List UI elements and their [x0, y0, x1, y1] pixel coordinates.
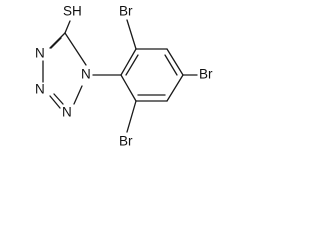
molecule-structure: SH N N N N Br Br Br — [35, 4, 213, 149]
bond-c3-c4-double — [164, 54, 178, 76]
bond-n3-n2-double — [53, 93, 64, 105]
nitrogen-label-3: N — [35, 82, 45, 97]
bond-c5-n4 — [49, 32, 66, 49]
thiol-label: SH — [63, 4, 82, 19]
bond-c3-c4 — [166, 48, 184, 76]
nitrogen-label-2: N — [62, 105, 72, 120]
bromine-label-bottom: Br — [119, 134, 133, 149]
nitrogen-label-1: N — [81, 67, 91, 82]
bond-n2-n1 — [73, 85, 83, 105]
tetrazole-ring — [42, 20, 87, 109]
nitrogen-label-4: N — [35, 46, 45, 61]
bond-c6-br — [126, 100, 137, 133]
bond-c5-sh — [64, 20, 71, 34]
bromine-label-top: Br — [119, 4, 133, 19]
bond-c5-n4-double — [50, 37, 62, 49]
bond-n3-n2 — [49, 95, 61, 109]
bromine-label-right: Br — [199, 67, 213, 82]
bond-c1-c2-double — [125, 54, 139, 76]
bond-c5-n1 — [64, 32, 87, 66]
bond-c4-c5 — [166, 74, 184, 102]
bond-c6-c1 — [120, 74, 137, 102]
bond-c1-c2 — [120, 48, 137, 76]
benzene-ring — [92, 19, 198, 133]
bond-c2-br — [126, 19, 137, 50]
